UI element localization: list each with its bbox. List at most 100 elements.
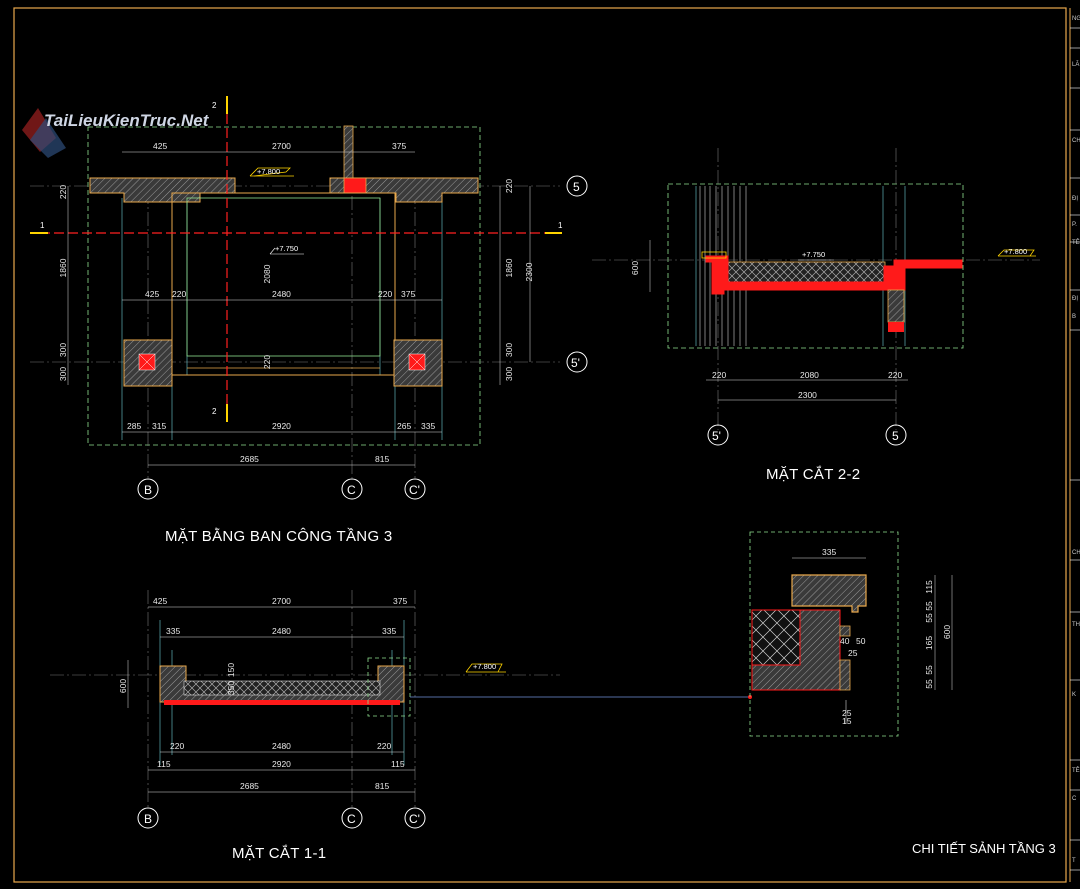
detail-dim-s4: 15 — [842, 716, 852, 726]
detail-dim-r4: 55 — [924, 665, 934, 675]
title-detail: CHI TIẾT SẢNH TẦNG 3 — [912, 841, 1056, 856]
title-section-22: MẶT CẮT 2-2 — [766, 465, 860, 483]
plan-dim-bot-2: 2920 — [272, 421, 291, 431]
detail-dim-r2: 55 — [924, 613, 934, 623]
plan-dim-mid-1: 220 — [172, 289, 186, 299]
svg-text:C': C' — [409, 483, 420, 497]
svg-text:B: B — [144, 483, 152, 497]
s11-dim-bot2-1: 2920 — [272, 759, 291, 769]
s11-dim-bot1-0: 220 — [170, 741, 184, 751]
watermark-logo: TaiLieuKienTruc.Net — [22, 108, 210, 158]
level-tag-plan-7800: +7.800 — [249, 167, 294, 177]
detail-dim-r3: 165 — [924, 636, 934, 650]
level-tag-s22-7800: +7.800 — [997, 247, 1036, 257]
s11-dim-bot3-1: 815 — [375, 781, 389, 791]
s11-dim-bot1-1: 2480 — [272, 741, 291, 751]
title-block-label: LÃ — [1072, 61, 1079, 68]
plan-dim-left-3: 300 — [58, 367, 68, 381]
axis-bubble-5-s22: 5 — [885, 424, 907, 446]
axis-bubble-cprime-s11: C' — [404, 807, 426, 829]
title-block-label: NG — [1072, 16, 1080, 22]
s22-dim-1: 2080 — [800, 370, 819, 380]
plan-dim-left-1: 1860 — [58, 258, 68, 277]
s22-dim-total: 2300 — [798, 390, 817, 400]
plan-dim-inner-v: 2080 — [262, 264, 272, 283]
plan-dim-top-0: 425 — [153, 141, 167, 151]
s11-dim-top1-0: 425 — [153, 596, 167, 606]
svg-text:C': C' — [409, 812, 420, 826]
plan-dim-mid-0: 425 — [145, 289, 159, 299]
axis-bubble-cprime-plan: C' — [404, 478, 426, 500]
plan-dim-mid-2: 2480 — [272, 289, 291, 299]
s11-dim-height: 600 — [118, 679, 128, 693]
section-mark-2-bottom: 2 — [212, 407, 217, 416]
title-section-11: MẶT CẮT 1-1 — [232, 844, 326, 862]
detail-dim-r1: 55 — [924, 601, 934, 611]
plan-dim-right-0: 220 — [504, 179, 514, 193]
s11-dim-bot1-2: 220 — [377, 741, 391, 751]
plan-dim-left-2: 300 — [58, 343, 68, 357]
title-block-label: ĐỊ — [1072, 196, 1078, 202]
s11-dim-inner2: 150 — [226, 663, 236, 677]
svg-text:+7.800: +7.800 — [257, 167, 280, 176]
svg-text:5': 5' — [712, 429, 721, 443]
detail-dim-s2: 25 — [848, 648, 858, 658]
axis-bubble-5prime-plan: 5' — [566, 351, 588, 373]
title-block-label: T — [1072, 858, 1076, 864]
svg-text:+7.800: +7.800 — [473, 662, 496, 671]
plan-dim-mid-3: 220 — [378, 289, 392, 299]
s11-dim-bot2-2: 115 — [391, 759, 405, 769]
plan-dim-top-1: 2700 — [272, 141, 291, 151]
detail-dim-s3: 25 — [842, 708, 852, 718]
section-mark-1-right: 1 — [558, 221, 563, 230]
title-block-label: P. — [1072, 222, 1077, 228]
plan-dim-bot-0: 285 — [127, 421, 141, 431]
s22-dim-2: 220 — [888, 370, 902, 380]
svg-text:+7.800: +7.800 — [1004, 247, 1027, 256]
plan-dim-bot2-1: 815 — [375, 454, 389, 464]
title-block-label: CH — [1072, 550, 1080, 556]
s22-dim-height: 600 — [630, 261, 640, 275]
title-block-label: CH — [1072, 138, 1080, 144]
svg-text:5': 5' — [571, 356, 580, 370]
axis-bubble-5prime-s22: 5' — [707, 424, 729, 446]
level-tag-s11-7800: +7.800 — [465, 662, 506, 673]
s11-dim-top2-0: 335 — [166, 626, 180, 636]
detail-dim-total: 600 — [942, 625, 952, 639]
watermark-text: TaiLieuKienTruc.Net — [44, 111, 210, 130]
svg-text:+7.750: +7.750 — [802, 250, 825, 259]
plan-dim-top-2: 375 — [392, 141, 406, 151]
svg-text:C: C — [347, 812, 356, 826]
plan-dim-right-1: 1860 — [504, 258, 514, 277]
s11-dim-top2-1: 2480 — [272, 626, 291, 636]
plan-dim-right-3: 300 — [504, 367, 514, 381]
svg-text:+7.750: +7.750 — [275, 244, 298, 253]
title-block-label: TH — [1072, 622, 1080, 628]
section-mark-1-left: 1 — [40, 221, 45, 230]
s11-dim-bot3-0: 2685 — [240, 781, 259, 791]
plan-dim-bot-1: 315 — [152, 421, 166, 431]
axis-bubble-5-plan: 5 — [566, 175, 588, 197]
title-block-label: ĐỊ — [1072, 296, 1078, 302]
detail-lobby: 335 115 55 55 165 55 55 600 40 50 25 25 … — [749, 531, 1056, 856]
title-block-label: B — [1072, 314, 1076, 320]
svg-text:5: 5 — [573, 180, 580, 194]
level-tag-s22-7750: +7.750 — [798, 250, 834, 261]
balcony-plan: 1 1 2 2 +7.800 +7.750 425 270 — [30, 96, 588, 545]
detail-dim-r5: 55 — [924, 679, 934, 689]
plan-dim-bot-4: 335 — [421, 421, 435, 431]
s11-dim-inner: 350 — [226, 681, 236, 695]
s11-dim-bot2-0: 115 — [157, 759, 171, 769]
detail-dim-top: 335 — [822, 547, 836, 557]
title-block-label: TÊ — [1072, 766, 1080, 774]
svg-text:C: C — [347, 483, 356, 497]
s11-dim-top1-1: 2700 — [272, 596, 291, 606]
axis-bubble-b-s11: B — [137, 807, 159, 829]
title-block-label: C — [1072, 796, 1077, 802]
plan-dim-inner-h: 220 — [262, 355, 272, 369]
axis-bubble-c-s11: C — [341, 807, 363, 829]
svg-text:5: 5 — [892, 429, 899, 443]
plan-dim-bot2-0: 2685 — [240, 454, 259, 464]
